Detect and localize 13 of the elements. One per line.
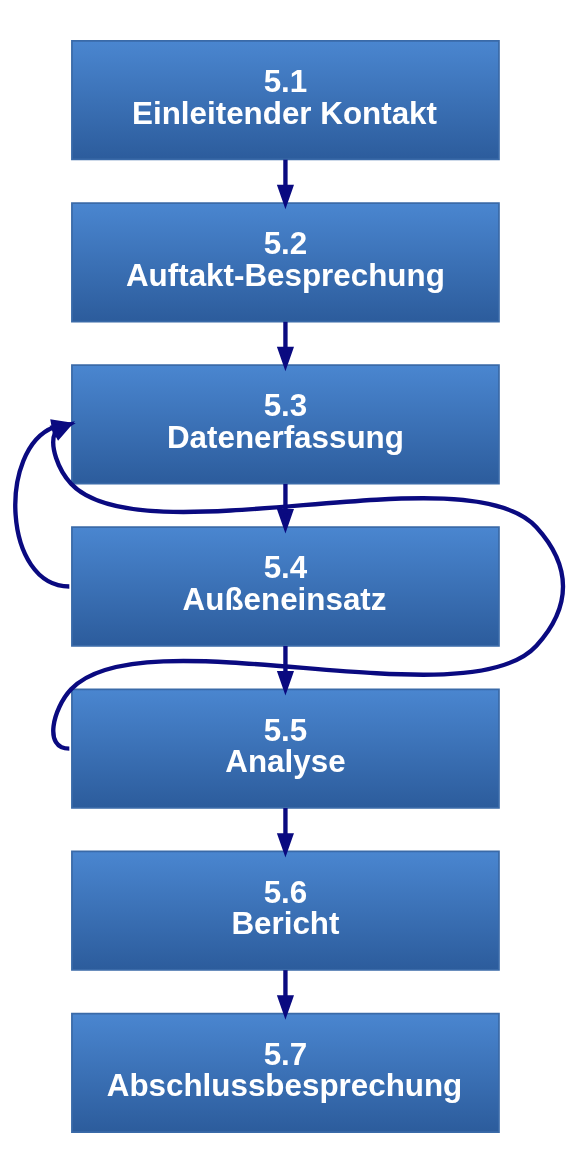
node-box: 5.5 Analyse	[71, 688, 500, 809]
node-box: 5.4 Außeneinsatz	[71, 526, 500, 647]
arrow	[276, 645, 294, 696]
arrow	[276, 321, 294, 372]
arrow	[276, 159, 294, 210]
node-box: 5.2 Auftakt-Besprechung	[71, 202, 500, 323]
node-box: 5.6 Bericht	[71, 850, 500, 971]
arrow	[276, 808, 294, 858]
node-box: 5.1 Einleitender Kontakt	[71, 40, 500, 161]
node-box: 5.3 Datenerfassung	[71, 364, 500, 485]
arrow	[276, 483, 294, 534]
arrow	[276, 970, 294, 1020]
node-box: 5.7 Abschlussbesprechung	[71, 1012, 500, 1133]
